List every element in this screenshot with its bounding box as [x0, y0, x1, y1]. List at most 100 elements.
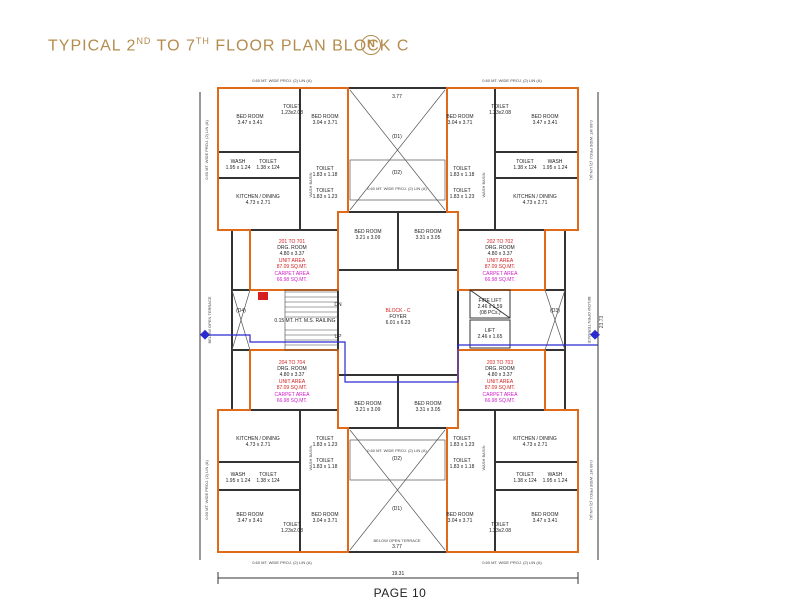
room-label: BED ROOM: [236, 512, 263, 518]
carpet-area-label: CARPET AREA: [483, 392, 519, 398]
open-terrace-note: BELOW OPEN TERRACE: [587, 296, 592, 343]
room-label: TOILET: [453, 436, 470, 442]
room-dim: 3.47 x 3.41: [238, 518, 263, 524]
room-label: BED ROOM: [531, 512, 558, 518]
room-label: WASH: [231, 472, 246, 478]
north-arrow-icon: N: [361, 35, 381, 55]
open-terrace-note: BELOW OPEN TERRACE: [207, 296, 212, 343]
room-label: TOILET: [316, 458, 333, 464]
duct-label: (D1): [392, 134, 402, 140]
room-dim: 4.73 x 2.71: [246, 442, 271, 448]
wall-note: 0.60 MT. WIDE PROJ. (2) LIN (A): [482, 78, 542, 83]
room-dim: 1.23x2.08: [281, 528, 303, 534]
room-dim: 4.73 x 2.71: [246, 200, 271, 206]
up-label: UP: [335, 334, 343, 340]
room-dim: 3.47 x 3.41: [533, 120, 558, 126]
foyer-dim: 6.01 x 6.23: [386, 320, 411, 326]
dim-label: 3.77: [392, 544, 402, 550]
unit-area-val: 87.09 SQ.MT.: [485, 385, 516, 391]
carpet-area-val: 66.98 SQ.MT.: [485, 277, 516, 283]
room-label: TOILET: [491, 522, 508, 528]
room-dim: 3.31 x 3.05: [416, 407, 441, 413]
carpet-area-val: 66.98 SQ.MT.: [485, 398, 516, 404]
room-dim: 4.73 x 2.71: [523, 200, 548, 206]
unit-area-label: UNIT AREA: [487, 258, 514, 264]
room-dim: 3.31 x 3.05: [416, 235, 441, 241]
foyer-label: FOYER: [389, 314, 407, 320]
room-label: TOILET: [516, 159, 533, 165]
wash-basin-note: WASH BASIN: [308, 445, 313, 470]
lift-dim: 2.46 x 1.65: [478, 334, 503, 340]
room-dim: 1.95 x 1.24: [226, 478, 251, 484]
room-label: BED ROOM: [446, 512, 473, 518]
wall-note: 0.60 MT. WIDE PROJ. (2) LIN (A): [367, 186, 427, 191]
fire-lift-label: FIRE LIFT: [478, 298, 501, 304]
carpet-area-val: 66.98 SQ.MT.: [277, 277, 308, 283]
duct-shafts: [231, 89, 566, 551]
room-label: TOILET: [316, 188, 333, 194]
dn-label: DN: [334, 302, 342, 308]
room-dim: 1.23x2.08: [489, 528, 511, 534]
drg-dim: 4.80 x 3.37: [488, 251, 513, 257]
drg-dim: 4.80 x 3.37: [280, 372, 305, 378]
room-label: TOILET: [316, 436, 333, 442]
room-label: WASH: [548, 159, 563, 165]
wall-note: 0.60 MT. WIDE PROJ. (2) LIN (A): [204, 460, 209, 520]
room-label: KITCHEN / DINING: [513, 436, 557, 442]
wall-note: 0.60 MT. WIDE PROJ. (2) LIN (A): [482, 560, 542, 565]
room-dim: 1.95 x 1.24: [543, 165, 568, 171]
room-dim: 3.04 x 3.71: [448, 518, 473, 524]
unit-number: 202 TO 702: [487, 239, 513, 245]
room-label: BED ROOM: [236, 114, 263, 120]
room-label: TOILET: [516, 472, 533, 478]
drg-label: DRG. ROOM: [485, 245, 514, 251]
room-dim: 1.23x2.08: [489, 110, 511, 116]
room-label: BED ROOM: [311, 512, 338, 518]
room-label: BED ROOM: [354, 229, 381, 235]
unit-area-label: UNIT AREA: [279, 258, 306, 264]
wash-basin-note: WASH BASIN: [308, 172, 313, 197]
room-label: KITCHEN / DINING: [236, 436, 280, 442]
room-dim: 1.83 x 1.23: [450, 442, 475, 448]
unit-number: 204 TO 704: [279, 360, 305, 366]
drg-label: DRG. ROOM: [277, 366, 306, 372]
room-dim: 1.38 x 124: [513, 478, 537, 484]
room-dim: 1.38 x 124: [513, 165, 537, 171]
staircase: [284, 289, 339, 351]
drg-dim: 4.80 x 3.37: [488, 372, 513, 378]
carpet-area-label: CARPET AREA: [275, 392, 311, 398]
room-label: BED ROOM: [414, 229, 441, 235]
room-label: TOILET: [283, 104, 300, 110]
wall-note: 0.60 MT. WIDE PROJ. (2) LIN (A): [589, 120, 594, 180]
room-dim: 1.95 x 1.24: [226, 165, 251, 171]
room-dim: 3.21 x 3.09: [356, 235, 381, 241]
room-label: BED ROOM: [531, 114, 558, 120]
duct-label: (D3): [550, 308, 560, 314]
wall-note: 0.60 MT. WIDE PROJ. (2) LIN (A): [204, 120, 209, 180]
room-dim: 1.83 x 1.18: [313, 172, 338, 178]
room-dim: 1.83 x 1.18: [450, 464, 475, 470]
wall-note: 0.60 MT. WIDE PROJ. (2) LIN (A): [252, 560, 312, 565]
room-label: TOILET: [453, 166, 470, 172]
dim-label: 3.77: [392, 94, 402, 100]
room-label: WASH: [231, 159, 246, 165]
room-label: TOILET: [453, 188, 470, 194]
room-label: TOILET: [316, 166, 333, 172]
room-label: TOILET: [491, 104, 508, 110]
room-dim: 3.47 x 3.41: [533, 518, 558, 524]
room-label: WASH: [548, 472, 563, 478]
page-title: TYPICAL 2ND TO 7TH FLOOR PLAN BLOCK C: [48, 36, 410, 55]
room-label: TOILET: [259, 159, 276, 165]
room-label: BED ROOM: [414, 401, 441, 407]
overall-width: 19.31: [392, 571, 405, 577]
room-label: TOILET: [283, 522, 300, 528]
unit-area-label: UNIT AREA: [279, 379, 306, 385]
room-label: TOILET: [453, 458, 470, 464]
unit-area-label: UNIT AREA: [487, 379, 514, 385]
carpet-area-label: CARPET AREA: [483, 271, 519, 277]
room-label: KITCHEN / DINING: [236, 194, 280, 200]
room-dim: 3.04 x 3.71: [313, 518, 338, 524]
room-dim: 1.83 x 1.23: [450, 194, 475, 200]
room-label: BED ROOM: [311, 114, 338, 120]
